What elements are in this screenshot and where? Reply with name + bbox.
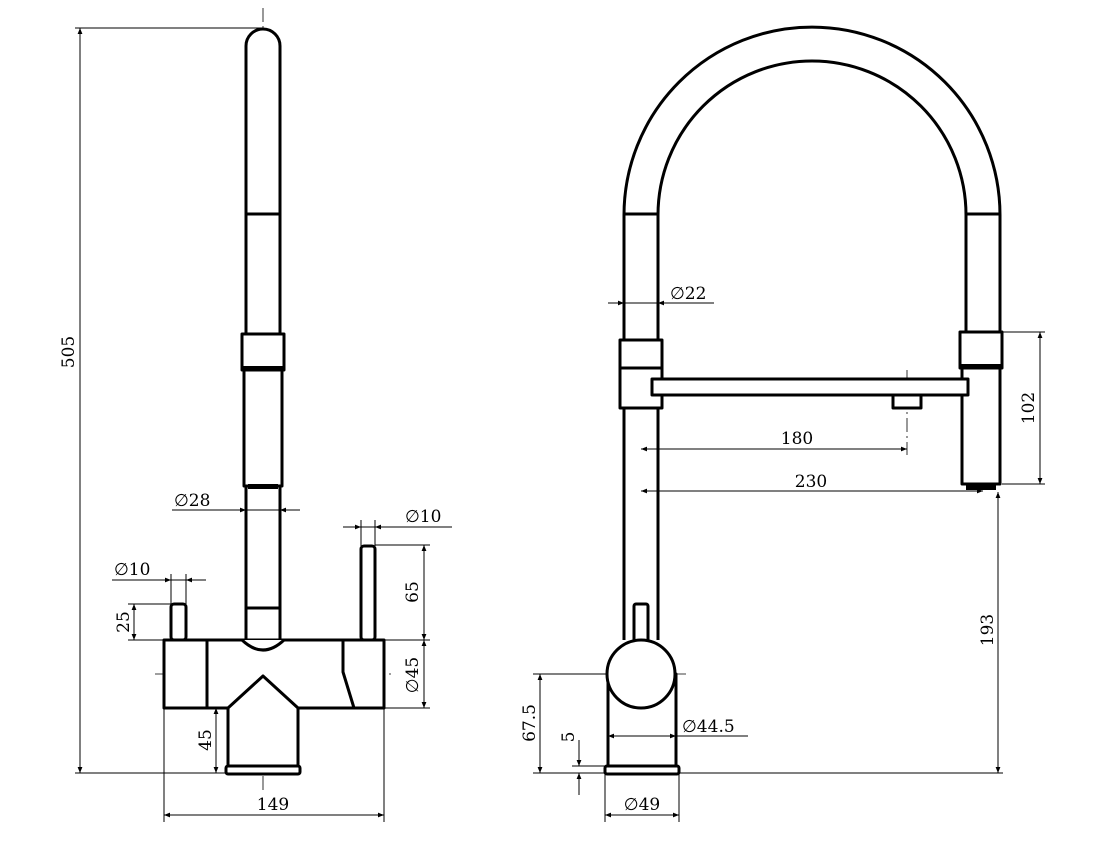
- left-handle: [169, 602, 188, 642]
- spout-arch: [622, 25, 1002, 640]
- spray-arm: [650, 377, 970, 397]
- side-dimensions: ∅22 180 230 102 193 67.5 5 ∅44.5: [520, 284, 1045, 822]
- label-flange-diameter: ∅49: [624, 795, 660, 815]
- label-left-handle-height: 25: [114, 611, 134, 633]
- arm-collar: [618, 338, 664, 410]
- side-handle: [632, 602, 650, 646]
- label-base-height: 45: [196, 729, 216, 751]
- front-view: [155, 8, 392, 790]
- label-spout-diameter: ∅28: [174, 491, 210, 511]
- label-outlet-height: 193: [978, 614, 998, 646]
- label-sprayer-length: 102: [1019, 392, 1039, 424]
- front-dimensions: 505 ∅28 ∅10 65 ∅45 ∅10 25: [59, 27, 452, 822]
- spray-nozzle: [891, 393, 923, 410]
- label-right-handle-diameter: ∅10: [405, 507, 441, 527]
- base-mount: [226, 674, 300, 770]
- arch-centerline: [640, 43, 984, 670]
- spray-sleeve: [242, 368, 284, 488]
- label-flange-height: 5: [559, 732, 579, 743]
- body-split-right: [341, 640, 356, 709]
- label-body-height: 67.5: [520, 704, 540, 742]
- label-body-diameter: ∅45: [403, 657, 423, 693]
- sprayer-tip: [966, 484, 996, 490]
- base-flange: [224, 764, 302, 776]
- collar-band: [242, 366, 284, 370]
- label-spout-reach: 230: [795, 472, 827, 492]
- label-base-width: 149: [257, 795, 289, 815]
- label-spray-reach: 180: [781, 429, 813, 449]
- sprayer-collar: [958, 330, 1004, 370]
- spout-saddle: [240, 638, 286, 652]
- spray-head-tip: [248, 484, 278, 489]
- label-right-handle-height: 65: [403, 581, 423, 603]
- side-valve: [605, 638, 677, 710]
- label-total-height: 505: [59, 336, 79, 368]
- label-column-diameter: ∅44.5: [682, 717, 735, 737]
- right-handle: [359, 544, 377, 642]
- side-view: [600, 25, 1004, 776]
- label-left-handle-diameter: ∅10: [114, 560, 150, 580]
- side-flange: [603, 764, 681, 776]
- label-hose-diameter: ∅22: [670, 284, 706, 304]
- spout-collar: [240, 332, 286, 372]
